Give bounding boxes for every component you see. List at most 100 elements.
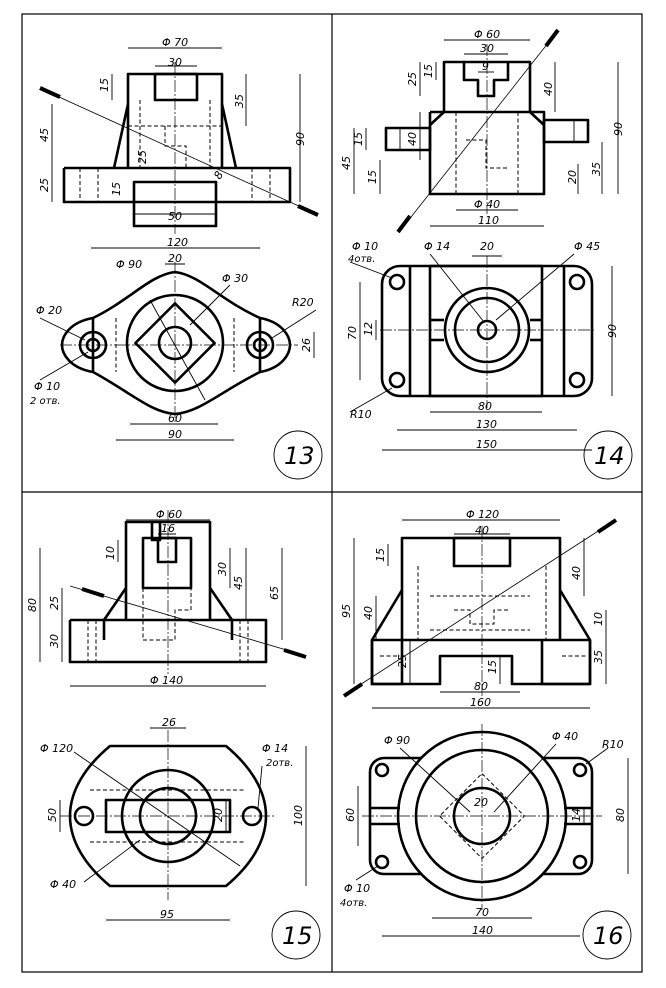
panel-15-front-dims: Φ 60 16 10 30 45 65 80 25 30 Φ 140 bbox=[26, 508, 281, 687]
dim-label: 30 bbox=[480, 42, 494, 55]
dim-label: 60 bbox=[168, 412, 182, 425]
panel-14-number-circle bbox=[583, 430, 633, 480]
dim-label: 65 bbox=[268, 586, 281, 600]
dim-label: 90 bbox=[294, 132, 307, 146]
dim-label: 90 bbox=[612, 122, 625, 136]
dim-label: 70 bbox=[475, 906, 489, 919]
dim-label: 15 bbox=[352, 132, 365, 146]
dim-label: 15 bbox=[422, 64, 435, 78]
dim-label: 30 bbox=[216, 562, 229, 576]
dim-label: 25 bbox=[136, 150, 149, 164]
dim-label: 15 bbox=[374, 548, 387, 562]
dim-label: 100 bbox=[292, 805, 305, 826]
dim-label: 140 bbox=[472, 924, 493, 937]
dim-label: 35 bbox=[592, 650, 605, 664]
panel-number: 15 bbox=[282, 922, 313, 950]
dim-label: 20 bbox=[212, 808, 225, 822]
dim-label: Φ 14 bbox=[262, 742, 288, 755]
dim-label: Φ 60 bbox=[156, 508, 182, 521]
dim-label: 2отв. bbox=[266, 758, 293, 769]
panel-13-top-view bbox=[39, 247, 317, 441]
dim-label: 160 bbox=[470, 696, 491, 709]
dim-label: 25 bbox=[48, 596, 61, 610]
dim-label: 26 bbox=[162, 716, 176, 729]
dim-label: Φ 10 bbox=[352, 240, 378, 253]
panel-15: Φ 60 16 10 30 45 65 80 25 30 Φ 140 bbox=[26, 508, 321, 960]
panel-number: 16 bbox=[593, 922, 624, 950]
dim-label: Φ 40 bbox=[552, 730, 578, 743]
dim-label: 90 bbox=[168, 428, 182, 441]
panel-14: Φ 60 30 9 25 15 40 15 40 90 45 15 35 20 … bbox=[340, 28, 633, 480]
dim-label: 40 bbox=[542, 82, 555, 96]
panel-14-top-dims: Φ 10 4отв. Φ 14 20 Φ 45 70 12 90 R10 80 … bbox=[346, 240, 619, 451]
panel-13-front-dims: Φ 70 30 15 35 45 90 25 25 15 8 50 bbox=[38, 36, 307, 223]
dim-label: 14 bbox=[570, 808, 583, 822]
dim-label: 120 bbox=[167, 236, 188, 249]
dim-label: 95 bbox=[340, 604, 353, 618]
panel-13-top-dims: 120 Φ 90 20 Φ 30 Φ 20 R20 26 Φ 10 2 отв.… bbox=[30, 236, 314, 441]
dim-label: 9 bbox=[482, 60, 489, 73]
panel-16: Φ 120 40 15 40 95 40 10 25 15 35 80 160 bbox=[340, 508, 632, 960]
dim-label: 80 bbox=[614, 808, 627, 822]
dim-label: 15 bbox=[98, 78, 111, 92]
dim-label: 50 bbox=[168, 210, 182, 223]
dim-label: 130 bbox=[476, 418, 497, 431]
dim-label: Φ 30 bbox=[222, 272, 248, 285]
dim-label: Φ 10 bbox=[344, 882, 370, 895]
dim-label: Φ 45 bbox=[574, 240, 600, 253]
dim-label: 30 bbox=[168, 56, 182, 69]
dim-label: 90 bbox=[606, 324, 619, 338]
dim-label: R20 bbox=[292, 296, 314, 309]
panel-number: 14 bbox=[594, 442, 625, 470]
dim-label: 70 bbox=[346, 326, 359, 340]
dim-label: 2 отв. bbox=[30, 396, 61, 407]
dim-label: 45 bbox=[38, 128, 51, 142]
dim-label: 40 bbox=[362, 606, 375, 620]
panel-13-number-circle bbox=[273, 430, 323, 480]
dim-label: Φ 10 bbox=[34, 380, 60, 393]
dim-label: 40 bbox=[406, 132, 419, 146]
panel-14-top-view bbox=[349, 253, 613, 451]
dim-label: Φ 40 bbox=[474, 198, 500, 211]
dim-label: 12 bbox=[362, 322, 375, 336]
dim-label: R10 bbox=[350, 408, 372, 421]
dim-label: 10 bbox=[592, 612, 605, 626]
dim-label: Φ 120 bbox=[466, 508, 499, 521]
panel-15-front-view bbox=[39, 510, 307, 687]
dim-label: 60 bbox=[344, 808, 357, 822]
dim-label: 80 bbox=[478, 400, 492, 413]
dim-label: 50 bbox=[46, 808, 59, 822]
dim-label: 20 bbox=[474, 796, 488, 809]
dim-label: 15 bbox=[366, 170, 379, 184]
dim-label: 150 bbox=[476, 438, 497, 451]
dim-label: 4отв. bbox=[348, 254, 375, 265]
dim-label: 20 bbox=[566, 170, 579, 184]
dim-label: Φ 120 bbox=[40, 742, 73, 755]
dim-label: 20 bbox=[168, 252, 182, 265]
dim-label: Φ 90 bbox=[116, 258, 142, 271]
dim-label: 80 bbox=[474, 680, 488, 693]
dim-label: 4отв. bbox=[340, 898, 367, 909]
dim-label: 45 bbox=[232, 576, 245, 590]
dim-label: 45 bbox=[340, 156, 353, 170]
panel-14-front-view bbox=[353, 28, 619, 234]
panel-16-front-view bbox=[342, 518, 618, 709]
dim-label: 16 bbox=[161, 522, 175, 535]
dim-label: Φ 140 bbox=[150, 674, 183, 687]
panel-number: 13 bbox=[284, 442, 315, 470]
dim-label: Φ 20 bbox=[36, 304, 62, 317]
dim-label: 40 bbox=[475, 524, 489, 537]
dim-label: 110 bbox=[478, 214, 499, 227]
dim-label: 8 bbox=[211, 169, 226, 182]
panel-15-number-circle bbox=[271, 910, 321, 960]
dim-label: Φ 40 bbox=[50, 878, 76, 891]
panel-13: Φ 70 30 15 35 45 90 25 25 15 8 50 bbox=[30, 36, 323, 480]
dim-label: 35 bbox=[590, 162, 603, 176]
dim-label: R10 bbox=[602, 738, 624, 751]
dim-label: Φ 60 bbox=[474, 28, 500, 41]
panel-14-front-dims: Φ 60 30 9 25 15 40 15 40 90 45 15 35 20 … bbox=[340, 28, 625, 227]
dim-label: 25 bbox=[38, 178, 51, 192]
panel-16-top-dims: Φ 90 Φ 40 R10 20 60 14 80 Φ 10 4отв. 70 … bbox=[340, 730, 627, 937]
dim-label: Φ 70 bbox=[162, 36, 188, 49]
